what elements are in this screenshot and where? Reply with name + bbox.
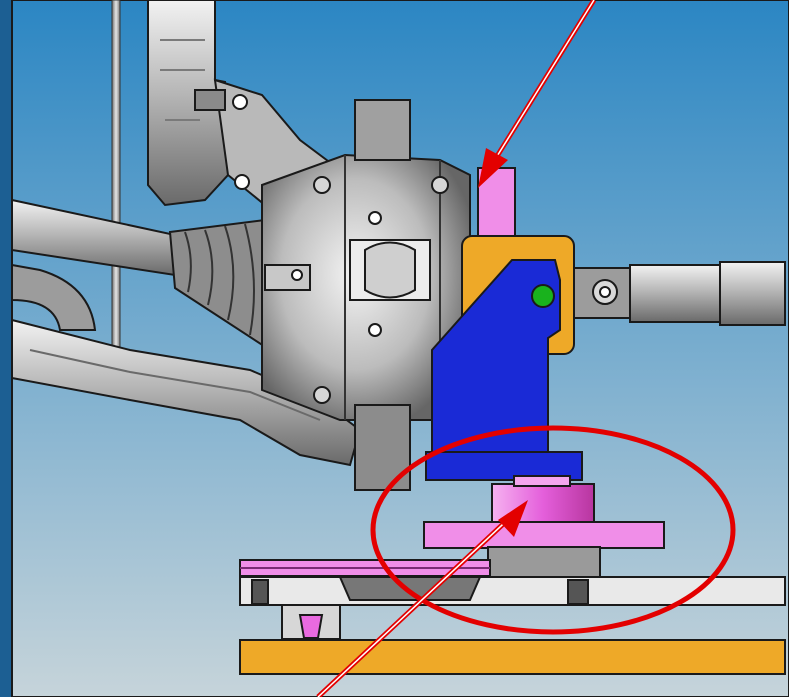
lower-control-arm xyxy=(11,318,362,467)
base-rail xyxy=(239,576,786,606)
pink-carriage xyxy=(281,604,341,640)
left-frame xyxy=(0,0,12,697)
arrow-pointer-top xyxy=(478,0,597,188)
output-shaft xyxy=(569,261,786,326)
support-rod xyxy=(111,0,121,361)
orange-base-plate xyxy=(239,639,786,675)
pink-load-cell xyxy=(423,475,665,549)
drive-shaft xyxy=(11,198,176,331)
steering-knuckle-hub xyxy=(261,99,471,491)
highlight-ellipse xyxy=(370,425,736,635)
pivot-pin xyxy=(531,284,555,308)
arrow-pointer-bottom xyxy=(316,500,528,697)
suspension-strut xyxy=(147,0,347,227)
bearing-block xyxy=(487,546,601,578)
